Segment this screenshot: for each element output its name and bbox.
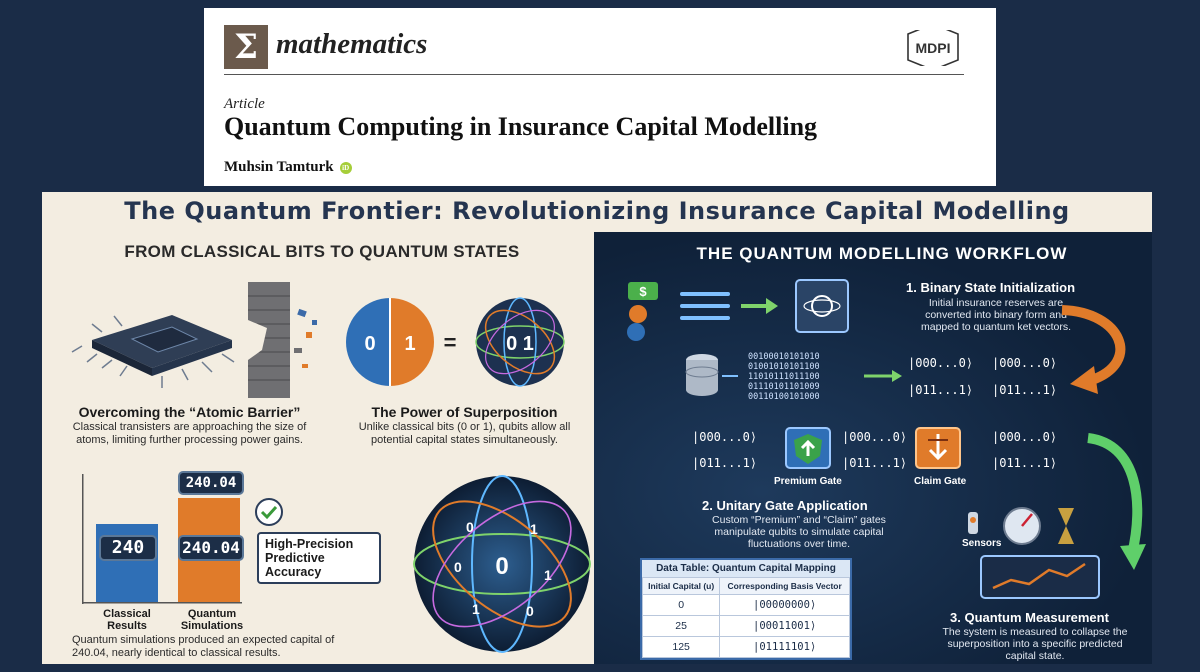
superposition-title: The Power of Superposition: [371, 404, 558, 420]
classical-results-label: Classical Results: [103, 608, 151, 632]
svg-text:0 1: 0 1: [506, 333, 534, 355]
quantum-value-top: 240.04: [178, 471, 244, 495]
database-icon: [685, 354, 738, 396]
bit-row: 00100010101010: [748, 352, 820, 362]
header-divider: [224, 74, 964, 75]
ket-top: |000...0⟩: [992, 356, 1058, 370]
ket-top: |000...0⟩: [842, 430, 908, 444]
table-cell: 0: [641, 594, 721, 616]
bit-row: 01001010101100: [748, 362, 820, 372]
central-qubit-sphere: 0 0 1 0 1 1 0: [413, 475, 591, 653]
curved-green-arrow: [1087, 433, 1146, 570]
orcid-icon[interactable]: iD: [339, 161, 352, 174]
step3-title: 3. Quantum Measurement: [950, 610, 1109, 625]
arrow-icon: [864, 370, 902, 382]
svg-text:1: 1: [472, 601, 480, 617]
checkmark-icon: [255, 498, 283, 526]
ket-bottom: |011...1⟩: [992, 383, 1058, 397]
table-row: 25 |00011001⟩: [641, 615, 850, 637]
author-line: Muhsin Tamturk iD: [224, 159, 352, 176]
ket-bottom: |011...1⟩: [842, 456, 908, 470]
precision-badge: High-Precision Predictive Accuracy: [257, 532, 381, 584]
table-cell: |00000000⟩: [719, 594, 850, 616]
journal-header: Σ mathematics MDPI Article Quantum Compu…: [204, 8, 996, 186]
superposition-text: Unlike classical bits (0 or 1), qubits a…: [358, 421, 571, 446]
table-header: Corresponding Basis Vector: [719, 577, 850, 595]
workflow-heading: THE QUANTUM MODELLING WORKFLOW: [696, 244, 1068, 263]
step2-title: 2. Unitary Gate Application: [702, 498, 868, 513]
quantum-simulations-label: Quantum Simulations: [180, 608, 244, 632]
bit-row: 11010111011100: [748, 372, 820, 382]
premium-gate-label: Premium Gate: [774, 476, 842, 487]
step3-text: The system is measured to collapse the s…: [942, 626, 1128, 662]
accuracy-text: Quantum simulations produced an expected…: [72, 634, 335, 659]
svg-text:1: 1: [544, 567, 552, 583]
sensors-gauge-icon: [968, 507, 1074, 545]
author-name: Muhsin Tamturk: [224, 159, 334, 175]
reserves-to-chip-flow: $: [627, 279, 849, 341]
bit-row: 01110101101009: [748, 382, 820, 392]
mdpi-logo: MDPI: [902, 23, 964, 71]
curved-orange-arrow: [1061, 305, 1126, 394]
quantum-chip-icon: [795, 279, 849, 333]
svg-text:1: 1: [530, 521, 538, 537]
ket-bottom: |011...1⟩: [992, 456, 1058, 470]
ket-top: |000...0⟩: [692, 430, 758, 444]
ket-top: |000...0⟩: [908, 356, 974, 370]
journal-name: mathematics: [276, 28, 428, 60]
table-row: 125 |01111101⟩: [641, 636, 850, 658]
premium-gate-icon[interactable]: [784, 426, 834, 470]
sigma-glyph: Σ: [233, 27, 259, 67]
bit-row: 00110100101000: [748, 392, 820, 402]
qubit-sphere-icon: 0 1: [475, 297, 565, 387]
ket-bottom: |011...1⟩: [692, 456, 758, 470]
sensors-label: Sensors: [962, 538, 1002, 549]
step1-title: 1. Binary State Initialization: [906, 280, 1076, 295]
table-title: Data Table: Quantum Capital Mapping: [642, 560, 850, 577]
table-cell: |01111101⟩: [719, 636, 850, 658]
infographic-title: The Quantum Frontier: Revolutionizing In…: [124, 197, 1070, 225]
data-lines-icon: [680, 292, 730, 320]
classical-bit-circle: 0 1: [346, 298, 434, 386]
table-cell: 125: [641, 636, 721, 658]
table-cell: 25: [641, 615, 721, 637]
paper-title: Quantum Computing in Insurance Capital M…: [224, 112, 818, 141]
ket-top: |000...0⟩: [992, 430, 1058, 444]
svg-text:$: $: [639, 284, 647, 299]
debris-fragments: [294, 308, 317, 368]
article-kind: Article: [224, 96, 265, 112]
mdpi-logo-text: MDPI: [916, 40, 951, 56]
svg-text:0: 0: [495, 553, 508, 580]
atomic-barrier-title: Overcoming the “Atomic Barrier”: [78, 404, 301, 420]
brick-wall-icon: [248, 282, 290, 398]
journal-logo: Σ: [224, 25, 268, 69]
bit-zero: 0: [364, 333, 375, 355]
step1-text: Initial insurance reserves are converted…: [921, 297, 1071, 333]
step2-text: Custom “Premium” and “Claim” gates manip…: [712, 514, 886, 550]
claim-gate-icon[interactable]: [914, 426, 964, 470]
quantum-value: 240.04: [178, 535, 244, 561]
capital-mapping-table: Data Table: Quantum Capital Mapping Init…: [640, 558, 852, 660]
chip-wall-illustration: [71, 282, 317, 398]
bit-one: 1: [404, 333, 415, 355]
left-section-heading: FROM CLASSICAL BITS TO QUANTUM STATES: [124, 242, 520, 261]
money-icon: $: [627, 282, 658, 341]
svg-text:0: 0: [526, 603, 534, 619]
svg-text:0: 0: [466, 519, 474, 535]
claim-gate-label: Claim Gate: [914, 476, 967, 487]
ket-bottom: |011...1⟩: [908, 383, 974, 397]
superposition-illustration: 0 1 = 0 1: [346, 297, 565, 387]
table-header: Initial Capital (u): [641, 577, 721, 595]
result-monitor-icon: [980, 555, 1100, 599]
table-cell: |00011001⟩: [719, 615, 850, 637]
svg-text:0: 0: [454, 559, 462, 575]
infographic: The Quantum Frontier: Revolutionizing In…: [42, 192, 1152, 664]
binary-bits: 00100010101010 01001010101100 1101011101…: [748, 352, 820, 402]
equals-sign: =: [444, 330, 457, 355]
cpu-chip-icon: [71, 315, 235, 388]
classical-value: 240: [99, 535, 157, 561]
table-row: 0 |00000000⟩: [641, 594, 850, 616]
atomic-barrier-text: Classical transisters are approaching th…: [72, 421, 307, 446]
